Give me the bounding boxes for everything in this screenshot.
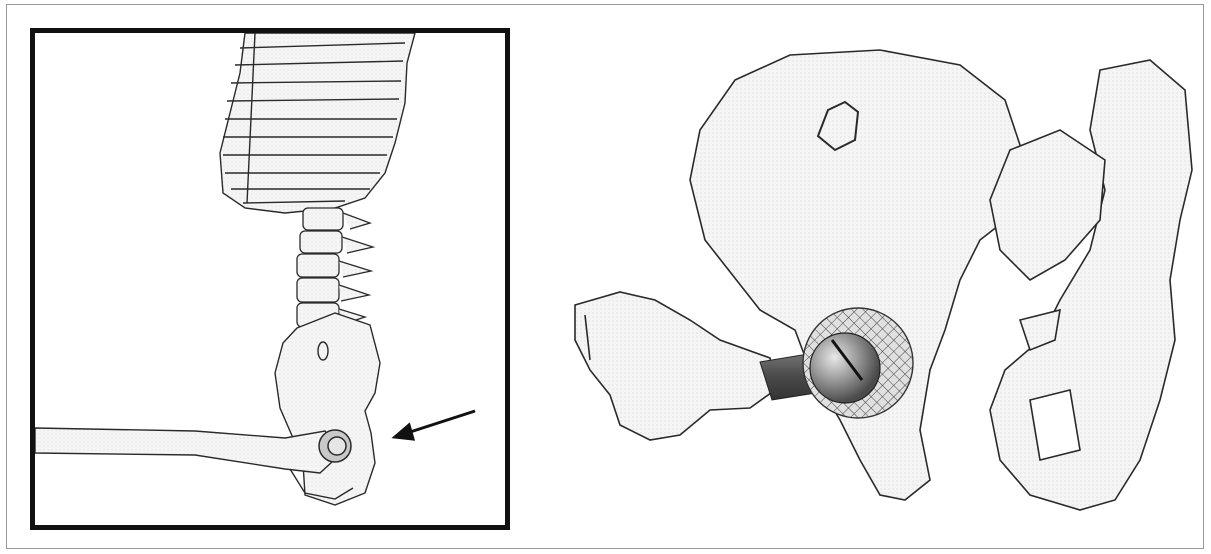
spine [297,208,373,327]
hip-joint [319,430,351,462]
arrow-icon [395,411,475,439]
implant-panel [560,40,1200,540]
pelvis [275,313,380,505]
skeleton-panel [30,28,510,530]
femur [575,292,775,440]
pelvis-far-side [990,60,1192,510]
hip-implant [760,308,913,418]
pelvis-implant-illustration [560,40,1200,540]
skeleton-illustration [35,33,505,525]
ilium [690,50,1025,500]
femoral-head [810,333,880,403]
rib-cage [220,33,415,213]
